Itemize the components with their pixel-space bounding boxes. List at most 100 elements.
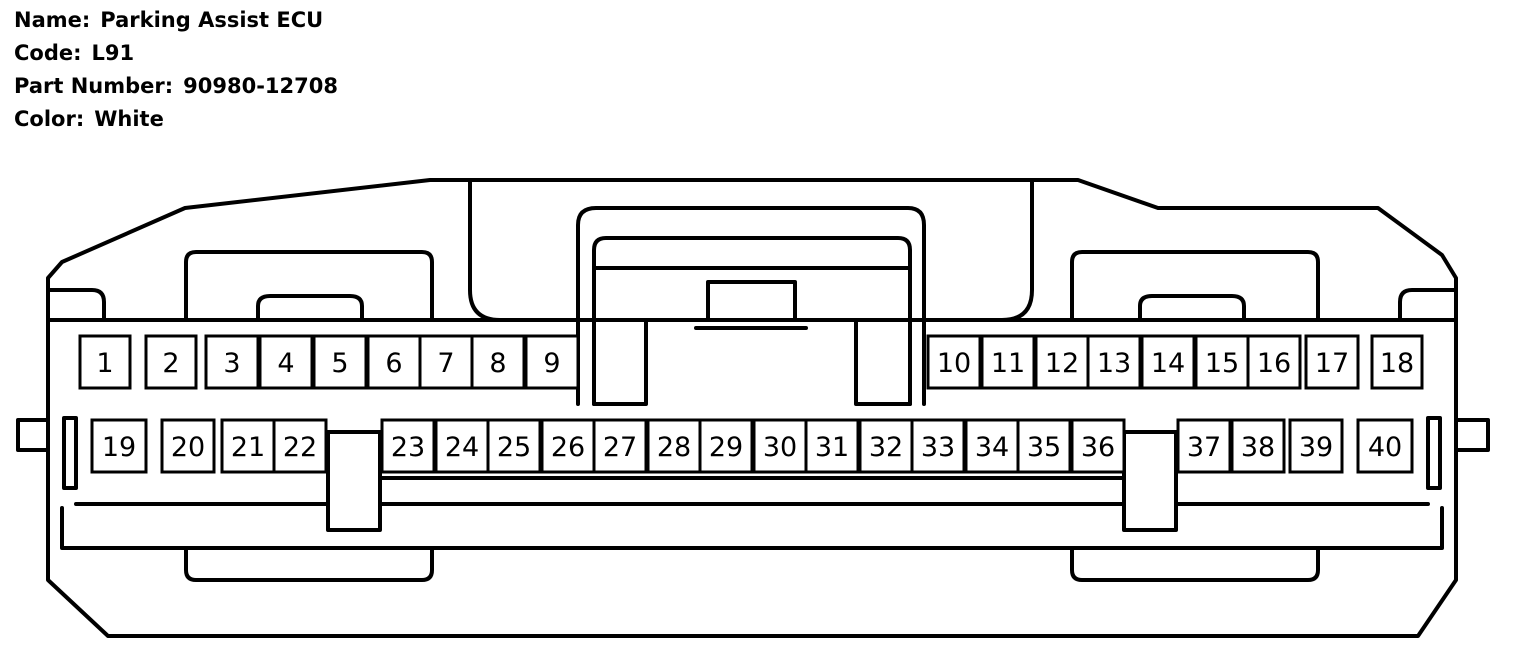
pin-cavity-17 xyxy=(1304,334,1360,390)
left-top-bump xyxy=(184,250,434,322)
pin-cavity-4 xyxy=(258,334,314,390)
pin-cavity-2 xyxy=(144,334,198,390)
pin-cavity-25 xyxy=(486,418,542,474)
name-value: Parking Assist ECU xyxy=(100,8,324,32)
color-row: Color:White xyxy=(14,105,338,138)
pin-cavity-30 xyxy=(752,418,808,474)
pin-cavity-7 xyxy=(418,334,474,390)
pin-cavity-3 xyxy=(204,334,260,390)
pin-cavity-16 xyxy=(1246,334,1302,390)
pin-cavity-36 xyxy=(1070,418,1126,474)
left-side-tab xyxy=(16,418,50,452)
pin-number-2: 2 xyxy=(162,348,179,379)
right-side-slot xyxy=(1426,416,1442,490)
top-center-tab xyxy=(468,178,580,322)
pin-number-24: 24 xyxy=(445,432,479,463)
name-row: Name:Parking Assist ECU xyxy=(14,6,338,39)
pin-number-33: 33 xyxy=(921,432,955,463)
pin-cavity-38 xyxy=(1230,418,1286,474)
lower-bar-step xyxy=(326,430,1178,532)
right-corner-notch xyxy=(1398,288,1458,322)
right-top-bump-inner xyxy=(1138,294,1246,322)
pin-number-1: 1 xyxy=(96,348,113,379)
pin-number-19: 19 xyxy=(102,432,136,463)
pin-number-18: 18 xyxy=(1380,348,1414,379)
pin-number-12: 12 xyxy=(1045,348,1079,379)
pin-number-3: 3 xyxy=(223,348,240,379)
left-bottom-bump xyxy=(184,546,434,582)
pin-number-25: 25 xyxy=(497,432,531,463)
pin-number-37: 37 xyxy=(1187,432,1221,463)
pin-number-8: 8 xyxy=(489,348,506,379)
pin-number-22: 22 xyxy=(283,432,317,463)
pin-number-38: 38 xyxy=(1241,432,1275,463)
pin-cavity-29 xyxy=(698,418,754,474)
pin-number-31: 31 xyxy=(815,432,849,463)
pin-number-26: 26 xyxy=(551,432,585,463)
pin-cavity-20 xyxy=(160,418,216,474)
pin-cavity-37 xyxy=(1176,418,1232,474)
pin-cavity-35 xyxy=(1016,418,1072,474)
pin-cavity-22 xyxy=(272,418,328,474)
pin-number-21: 21 xyxy=(231,432,265,463)
code-row: Code:L91 xyxy=(14,39,338,72)
pin-cavity-19 xyxy=(90,418,148,474)
pin-cavity-34 xyxy=(964,418,1020,474)
pin-number-36: 36 xyxy=(1081,432,1115,463)
pin-cavity-31 xyxy=(804,418,860,474)
pin-cavity-27 xyxy=(592,418,648,474)
pin-number-30: 30 xyxy=(763,432,797,463)
pin-cavity-21 xyxy=(220,418,276,474)
pin-cavity-32 xyxy=(858,418,914,474)
pin-number-32: 32 xyxy=(869,432,903,463)
pin-number-35: 35 xyxy=(1027,432,1061,463)
pin-number-16: 16 xyxy=(1257,348,1291,379)
pin-cavity-15 xyxy=(1194,334,1250,390)
pin-cavity-9 xyxy=(524,334,580,390)
code-value: L91 xyxy=(91,41,135,65)
pin-cavity-8 xyxy=(470,334,526,390)
left-corner-notch xyxy=(46,288,106,322)
pin-number-10: 10 xyxy=(937,348,971,379)
pin-cavity-10 xyxy=(926,334,982,390)
pin-cavity-14 xyxy=(1140,334,1196,390)
pin-number-14: 14 xyxy=(1151,348,1185,379)
pin-cavity-1 xyxy=(78,334,132,390)
pin-number-27: 27 xyxy=(603,432,637,463)
left-top-bump-inner xyxy=(256,294,364,322)
pin-number-13: 13 xyxy=(1097,348,1131,379)
pin-cavity-24 xyxy=(434,418,490,474)
pin-number-39: 39 xyxy=(1299,432,1333,463)
pin-number-17: 17 xyxy=(1315,348,1349,379)
lower-rail-left xyxy=(60,506,1444,550)
latch-key xyxy=(592,280,912,406)
pin-number-11: 11 xyxy=(991,348,1025,379)
part-number-label: Part Number: xyxy=(14,74,174,98)
latch-housing xyxy=(576,206,926,406)
pin-number-23: 23 xyxy=(391,432,425,463)
pin-cavity-33 xyxy=(910,418,966,474)
pin-cavity-40 xyxy=(1356,418,1414,474)
pin-cavity-18 xyxy=(1370,334,1424,390)
right-side-tab xyxy=(1454,418,1490,452)
pin-number-28: 28 xyxy=(657,432,691,463)
pin-cavity-13 xyxy=(1086,334,1142,390)
pin-number-7: 7 xyxy=(437,348,454,379)
pin-cavity-39 xyxy=(1288,418,1344,474)
pin-cavity-23 xyxy=(380,418,436,474)
pin-number-15: 15 xyxy=(1205,348,1239,379)
pin-cavity-6 xyxy=(366,334,422,390)
left-side-slot xyxy=(62,416,78,490)
part-number-row: Part Number:90980-12708 xyxy=(14,72,338,105)
housing-outline xyxy=(46,178,1458,638)
pin-number-40: 40 xyxy=(1368,432,1402,463)
color-label: Color: xyxy=(14,107,85,131)
pin-number-29: 29 xyxy=(709,432,743,463)
right-bottom-bump xyxy=(1070,546,1320,582)
connector-info: Name:Parking Assist ECU Code:L91 Part Nu… xyxy=(14,6,338,138)
pin-number-5: 5 xyxy=(331,348,348,379)
pin-cavity-11 xyxy=(980,334,1036,390)
